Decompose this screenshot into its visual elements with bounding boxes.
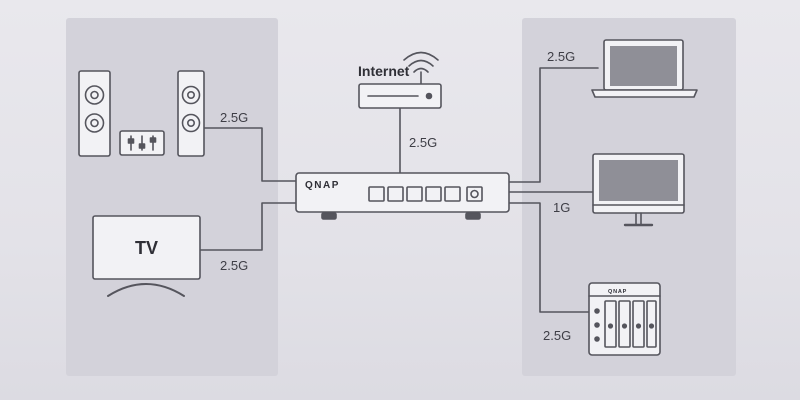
- nas-link-speed: 2.5G: [543, 328, 572, 343]
- link-laptop: [508, 67, 599, 183]
- link-nas: [508, 202, 590, 313]
- monitor-link-speed: 1G: [553, 200, 571, 215]
- tv-icon: [92, 215, 201, 297]
- network-switch-icon: [295, 172, 510, 220]
- tv-link-speed: 2.5G: [220, 258, 249, 273]
- nas-icon: [588, 282, 661, 356]
- nas-brand: QNAP: [608, 289, 627, 295]
- switch-brand: QNAP: [305, 180, 340, 191]
- monitor-icon: [592, 153, 685, 227]
- speakers-link-speed: 2.5G: [220, 110, 249, 125]
- tv-label: TV: [135, 238, 158, 258]
- link-tv: [199, 202, 297, 251]
- router-link-speed: 2.5G: [409, 135, 438, 150]
- router-icon: [358, 51, 442, 109]
- laptop-link-speed: 2.5G: [547, 49, 576, 64]
- speakers-icon: [78, 70, 205, 157]
- laptop-icon: [591, 39, 698, 98]
- link-speakers: [203, 127, 297, 182]
- connection-lines: [199, 67, 599, 313]
- router-label: Internet: [358, 63, 410, 79]
